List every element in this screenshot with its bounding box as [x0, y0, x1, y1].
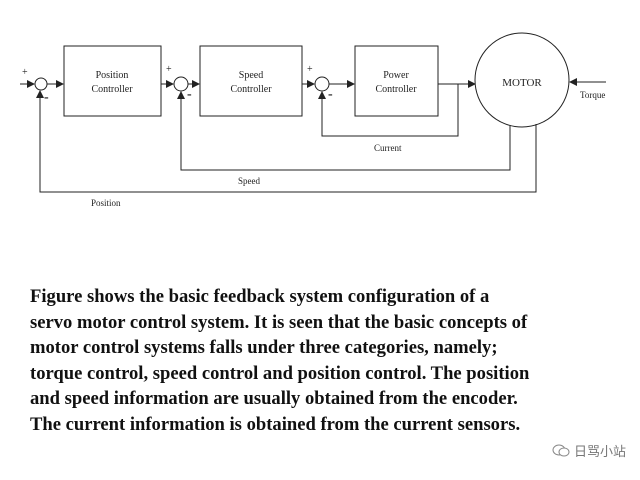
description-paragraph: Figure shows the basic feedback system c… — [30, 284, 620, 437]
sum2-minus-sign: - — [187, 87, 192, 102]
sum3-minus-sign: - — [328, 87, 333, 102]
position-controller-block — [63, 45, 162, 117]
power-controller-label-2: Controller — [375, 84, 417, 95]
current-label: Current — [374, 143, 402, 153]
chat-bubble-icon — [552, 444, 570, 456]
power-controller-label-1: Power — [383, 70, 409, 81]
sum1-minus-sign: - — [44, 90, 49, 105]
speed-controller-label-2: Controller — [230, 84, 272, 95]
position-feedback-line — [36, 90, 537, 193]
paragraph-line-5: and speed information are usually obtain… — [30, 388, 518, 409]
torque-label: Torque — [580, 90, 605, 100]
sum-junction-2 — [173, 76, 189, 92]
sum3-plus-sign: + — [307, 64, 313, 75]
position-controller-label-2: Controller — [91, 84, 133, 95]
position-controller-label-1: Position — [96, 70, 129, 81]
sum-junction-3 — [314, 76, 330, 92]
position-label: Position — [91, 198, 121, 208]
paragraph-line-2: servo motor control system. It is seen t… — [30, 311, 528, 333]
block-diagram: Position Controller Speed Controller Pow… — [20, 32, 606, 208]
paragraph-line-3: motor control systems falls under three … — [30, 337, 498, 358]
speed-controller-block — [199, 45, 303, 117]
paragraph-line-4: torque control, speed control and positi… — [30, 362, 530, 384]
paragraph-line-1: Figure shows the basic feedback system c… — [30, 286, 490, 307]
sum2-plus-sign: + — [166, 64, 172, 75]
speed-controller-label-1: Speed — [239, 70, 263, 81]
sum-junction-1 — [34, 77, 48, 91]
current-feedback-line — [318, 84, 459, 137]
watermark: 日骂小站 — [552, 441, 626, 460]
motor-label: MOTOR — [502, 77, 542, 89]
paragraph-line-6: The current information is obtained from… — [30, 413, 521, 435]
sum1-plus-sign: + — [22, 67, 28, 78]
speed-label: Speed — [238, 176, 260, 186]
speed-feedback-line — [177, 91, 511, 171]
power-controller-block — [354, 45, 439, 117]
watermark-text: 日骂小站 — [573, 445, 626, 460]
